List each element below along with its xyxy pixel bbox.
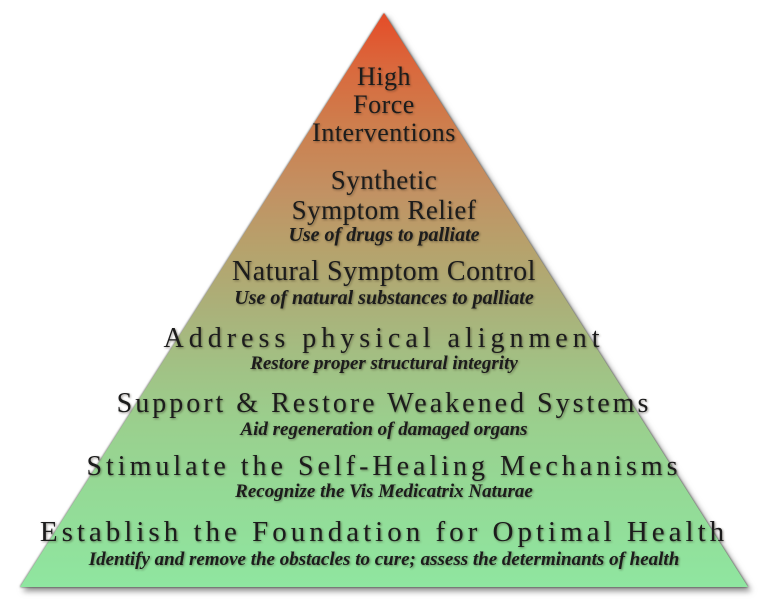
level-5-title: Support & Restore Weakened Systems <box>116 388 652 419</box>
level-2-subtitle: Use of drugs to palliate <box>288 224 480 246</box>
level-7-title: Establish the Foundation for Optimal Hea… <box>39 516 729 548</box>
level-5-subtitle: Aid regeneration of damaged organs <box>240 419 528 440</box>
level-3-title: Natural Symptom Control <box>232 256 536 287</box>
level-3-subtitle: Use of natural substances to palliate <box>234 287 534 309</box>
level-6-title: Stimulate the Self-Healing Mechanisms <box>86 451 682 482</box>
level-6-subtitle: Recognize the Vis Medicatrix Naturae <box>235 481 533 502</box>
level-4-title: Address physical alignment <box>163 323 605 354</box>
level-4-subtitle: Restore proper structural integrity <box>250 353 518 374</box>
level-2-title: Synthetic Symptom Relief <box>291 165 477 225</box>
level-1-title: High Force Interventions <box>312 62 456 147</box>
level-7-subtitle: Identify and remove the obstacles to cur… <box>88 549 680 570</box>
